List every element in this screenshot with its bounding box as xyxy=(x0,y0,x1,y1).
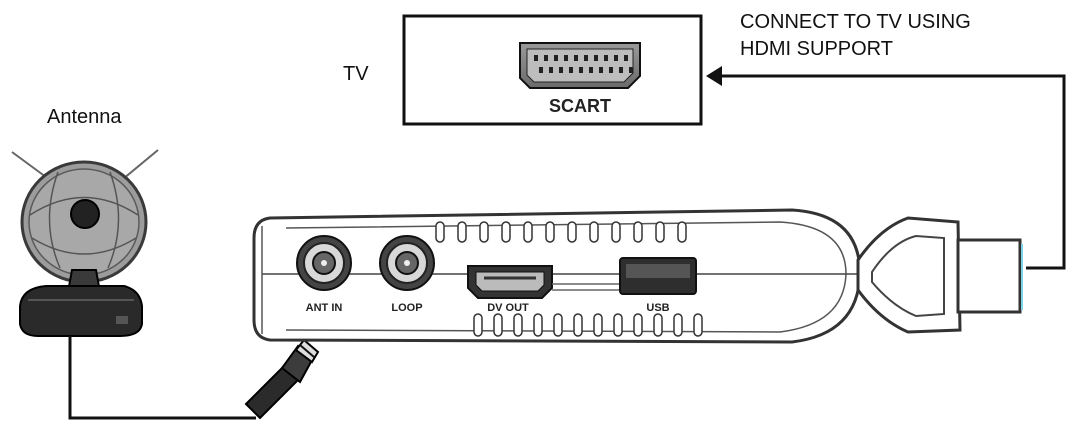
vent-slot xyxy=(673,313,683,337)
antenna-icon xyxy=(11,149,256,420)
vent-slot xyxy=(589,221,599,243)
vent-slot xyxy=(653,313,663,337)
vent-slot xyxy=(493,313,503,337)
vent-slot xyxy=(633,313,643,337)
port-label-dv-out: DV OUT xyxy=(487,302,529,314)
connect-instruction-line1: CONNECT TO TV USING xyxy=(740,11,971,33)
port-label-ant-in: ANT IN xyxy=(306,302,343,314)
vent-slot xyxy=(633,221,643,243)
bottom-vents xyxy=(473,313,703,337)
vent-slot xyxy=(457,221,467,243)
vent-slot xyxy=(677,221,687,243)
scart-port-icon xyxy=(519,42,641,89)
scart-label: SCART xyxy=(549,96,611,116)
antenna-label: Antenna xyxy=(47,106,122,128)
connect-instruction-line2: HDMI SUPPORT xyxy=(740,38,893,60)
vent-slot xyxy=(573,313,583,337)
tv-label: TV xyxy=(343,63,369,85)
dv-out-port-icon xyxy=(467,265,553,299)
tv-box: SCART xyxy=(402,14,703,126)
vent-slot xyxy=(593,313,603,337)
vent-slot xyxy=(655,221,665,243)
vent-slot xyxy=(435,221,445,243)
vent-slot xyxy=(693,313,703,337)
port-label-loop: LOOP xyxy=(391,302,422,314)
top-vents xyxy=(435,221,687,243)
hdmi-plug-icon xyxy=(856,216,1023,334)
vent-slot xyxy=(473,313,483,337)
port-label-usb: USB xyxy=(646,302,669,314)
hdmi-cable xyxy=(706,66,1066,270)
receiver-body: ANT IN LOOP DV OUT USB xyxy=(252,208,862,344)
loop-port-icon xyxy=(379,235,435,291)
vent-slot xyxy=(513,313,523,337)
ant-in-port-icon xyxy=(296,235,352,291)
vent-slot xyxy=(533,313,543,337)
vent-slot xyxy=(501,221,511,243)
vent-slot xyxy=(553,313,563,337)
coax-plug-icon xyxy=(244,338,320,420)
usb-port-icon xyxy=(619,257,697,295)
vent-slot xyxy=(523,221,533,243)
vent-slot xyxy=(613,313,623,337)
arrow-head-icon xyxy=(706,66,722,86)
vent-slot xyxy=(567,221,577,243)
vent-slot xyxy=(611,221,621,243)
vent-slot xyxy=(545,221,555,243)
vent-slot xyxy=(479,221,489,243)
